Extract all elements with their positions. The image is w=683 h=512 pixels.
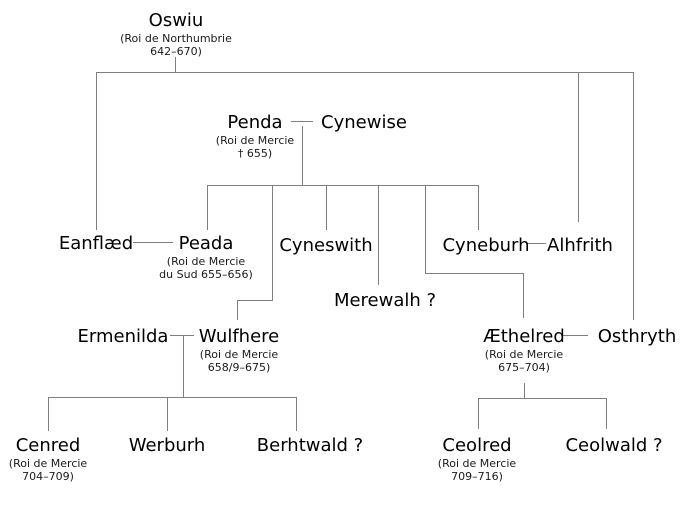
person-ceolwald: Ceolwald ?: [565, 435, 662, 457]
person-name: Cyneswith: [279, 235, 373, 256]
person-name: Ceolwald ?: [565, 435, 663, 456]
person-subtitle: du Sud 655–656): [159, 268, 253, 281]
connector-marriage-aethelred-osthryth: [563, 335, 588, 336]
person-werburh: Werburh: [129, 435, 206, 457]
connector-wulfhere-children-bar: [48, 397, 297, 398]
connector-to-cenred: [48, 397, 49, 431]
person-subtitle: (Roi de Mercie: [437, 457, 517, 470]
connector-to-werburh: [167, 397, 168, 431]
person-merewalh: Merewalh ?: [334, 290, 436, 312]
person-name: Werburh: [128, 435, 206, 456]
person-name: Æthelred: [483, 326, 565, 347]
person-name: Peada: [178, 233, 234, 254]
person-ermenilda: Ermenilda: [78, 326, 169, 348]
connector-to-aethelred-upper: [425, 185, 426, 273]
person-name: Wulfhere: [198, 326, 280, 347]
person-name: Eanflæd: [58, 233, 134, 254]
person-cenred: Cenred (Roi de Mercie 704–709): [9, 435, 87, 483]
person-eanflaed: Eanflæd: [59, 233, 133, 255]
person-name: Berhtwald ?: [256, 435, 364, 456]
connector-marriage-cyneburh-alhfrith: [527, 243, 546, 244]
connector-marriage-penda-cynewise: [291, 121, 313, 122]
connector-penda-union-stem: [302, 126, 303, 185]
connector-to-berhtwald: [296, 397, 297, 431]
connector-to-alhfrith: [578, 72, 579, 222]
connector-to-aethelred-lower: [523, 273, 524, 318]
connector-aethelred-family-stem: [524, 383, 525, 398]
person-name: Ceolred: [442, 435, 512, 456]
person-cyneswith: Cyneswith: [279, 235, 372, 257]
person-subtitle: (Roi de Mercie: [215, 134, 295, 147]
person-name: Cynewise: [321, 112, 407, 133]
connector-to-peada: [207, 185, 208, 230]
person-cynewise: Cynewise: [321, 112, 407, 134]
person-subtitle: 704–709): [22, 470, 74, 483]
person-subtitle: † 655): [237, 147, 273, 160]
person-subtitle: (Roi de Mercie: [484, 348, 564, 361]
person-aethelred: Æthelred (Roi de Mercie 675–704): [483, 326, 565, 374]
person-subtitle: (Roi de Mercie: [8, 457, 88, 470]
connector-aethelred-jog: [425, 273, 524, 274]
connector-to-cyneburh: [478, 185, 479, 230]
person-oswiu: Oswiu (Roi de Northumbrie 642–670): [120, 10, 232, 58]
connector-penda-children-bar: [207, 185, 479, 186]
connector-marriage-ermenilda-wulfhere: [170, 335, 194, 336]
person-wulfhere: Wulfhere (Roi de Mercie 658/9–675): [199, 326, 279, 374]
person-name: Alhfrith: [547, 235, 613, 256]
person-name: Merewalh ?: [333, 290, 437, 311]
person-subtitle: 658/9–675): [207, 361, 271, 374]
connector-oswiu-children-bar: [96, 72, 634, 73]
connector-to-wulfhere-upper: [272, 185, 273, 300]
person-osthryth: Osthryth: [598, 326, 677, 348]
person-cyneburh: Cyneburh: [442, 235, 529, 257]
person-berhtwald: Berhtwald ?: [257, 435, 363, 457]
person-peada: Peada (Roi de Mercie du Sud 655–656): [159, 233, 253, 281]
connector-marriage-eanflaed-peada: [133, 242, 173, 243]
connector-to-ceolred: [478, 398, 479, 429]
person-subtitle: 709–716): [451, 470, 503, 483]
connector-to-cyneswith: [326, 185, 327, 230]
connector-to-merewalh: [378, 185, 379, 285]
connector-to-eanflaed: [96, 72, 97, 230]
person-ceolred: Ceolred (Roi de Mercie 709–716): [438, 435, 516, 483]
connector-to-osthryth: [633, 72, 634, 320]
person-name: Penda: [227, 112, 283, 133]
connector-to-ceolwald: [606, 398, 607, 429]
connector-wulfhere-jog: [237, 300, 273, 301]
person-name: Ermenilda: [77, 326, 169, 347]
person-subtitle: (Roi de Northumbrie: [120, 32, 232, 45]
connector-aethelred-children-bar: [478, 398, 607, 399]
person-name: Cyneburh: [442, 235, 530, 256]
connector-oswiu-stem: [175, 57, 176, 72]
person-subtitle: 675–704): [498, 361, 550, 374]
connector-wulfhere-union-stem: [183, 336, 184, 397]
connector-to-wulfhere-lower: [237, 300, 238, 320]
person-name: Oswiu: [148, 10, 204, 31]
person-name: Cenred: [15, 435, 81, 456]
person-alhfrith: Alhfrith: [547, 235, 613, 257]
person-subtitle: 642–670): [150, 45, 202, 58]
person-subtitle: (Roi de Mercie: [199, 348, 279, 361]
person-name: Osthryth: [597, 326, 677, 347]
person-penda: Penda (Roi de Mercie † 655): [216, 112, 294, 160]
person-subtitle: (Roi de Mercie: [166, 255, 246, 268]
